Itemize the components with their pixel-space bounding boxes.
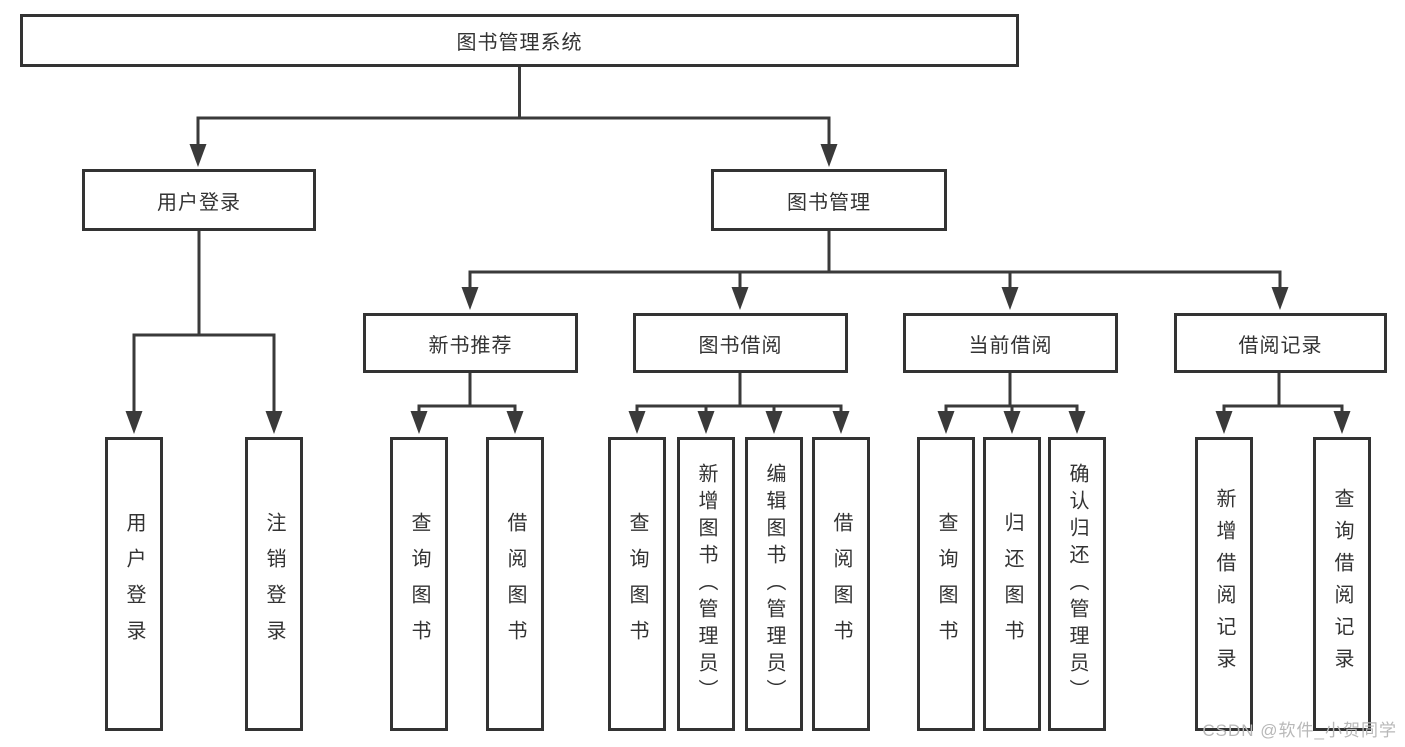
node-current-borrow: 当前借阅	[903, 313, 1118, 373]
leaf-user-login: 用户登录	[105, 437, 163, 731]
node-user-login: 用户登录	[82, 169, 316, 231]
leaf-query-books-borrow: 查询图书	[608, 437, 666, 731]
leaf-add-book-admin: 新增图书（管理员）	[677, 437, 735, 731]
node-book-management: 图书管理	[711, 169, 947, 231]
node-book-borrow: 图书借阅	[633, 313, 848, 373]
leaf-query-books-recommend: 查询图书	[390, 437, 448, 731]
leaf-borrow-books-recommend: 借阅图书	[486, 437, 544, 731]
leaf-logout: 注销登录	[245, 437, 303, 731]
leaf-confirm-return-admin: 确认归还（管理员）	[1048, 437, 1106, 731]
leaf-return-book: 归还图书	[983, 437, 1041, 731]
node-new-book-recommend: 新书推荐	[363, 313, 578, 373]
csdn-watermark: CSDN @软件_小贺同学	[1202, 721, 1397, 740]
leaf-borrow-books: 借阅图书	[812, 437, 870, 731]
node-borrow-records: 借阅记录	[1174, 313, 1387, 373]
leaf-query-books-current: 查询图书	[917, 437, 975, 731]
node-root: 图书管理系统	[20, 14, 1019, 67]
leaf-edit-book-admin: 编辑图书（管理员）	[745, 437, 803, 731]
leaf-add-borrow-record: 新增借阅记录	[1195, 437, 1253, 731]
leaf-query-borrow-record: 查询借阅记录	[1313, 437, 1371, 731]
